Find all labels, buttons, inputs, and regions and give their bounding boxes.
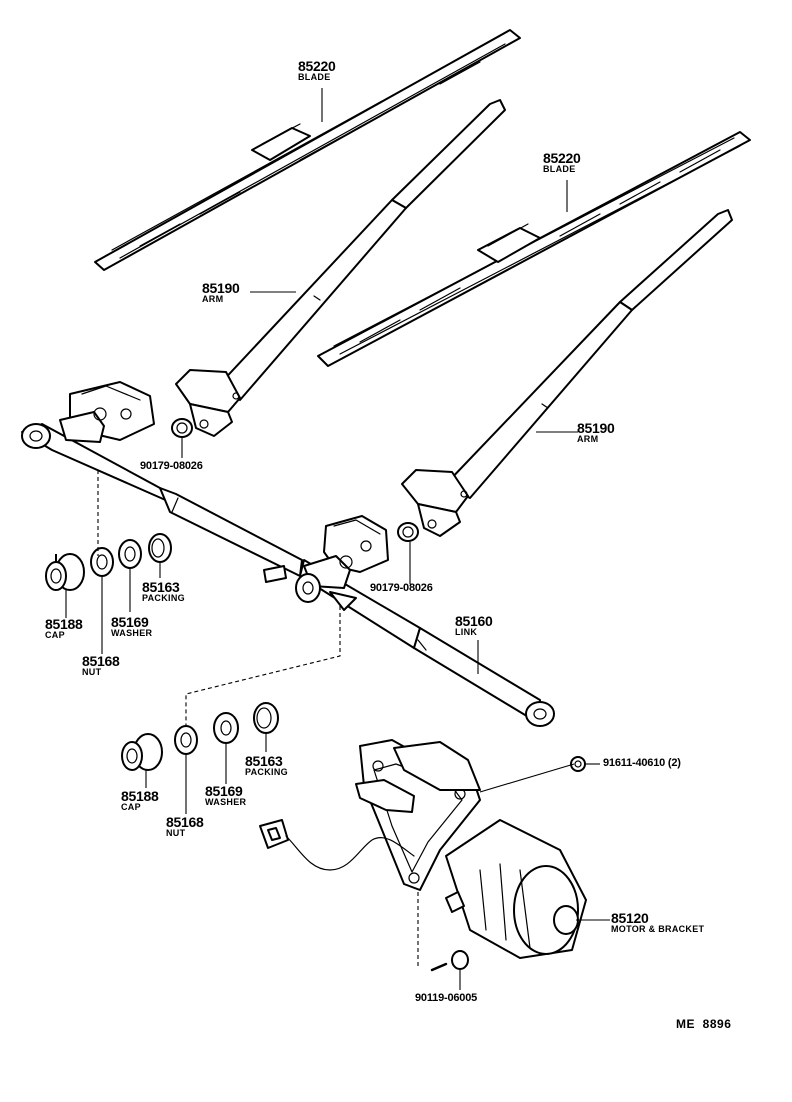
lower-blade-label: 85220 BLADE <box>543 150 581 174</box>
motor-bolt-label: 91611-40610 (2) <box>603 757 681 769</box>
part-name: CAP <box>121 802 141 812</box>
upper-arm-nut-label: 90179-08026 <box>140 460 203 472</box>
lower-packing <box>253 702 279 734</box>
part-name: ARM <box>202 294 224 304</box>
left-nut-label: 85168 NUT <box>82 653 120 677</box>
lower-packing-label: 85163 PACKING <box>245 754 288 777</box>
part-name: PACKING <box>142 593 185 603</box>
dashed-line-lower <box>185 606 341 726</box>
part-number: 85160 <box>455 613 493 629</box>
lower-cap <box>121 733 163 771</box>
lower-arm-nut-label: 90179-08026 <box>370 582 433 594</box>
part-number: 85163 <box>142 579 180 595</box>
part-number: 85188 <box>45 616 83 632</box>
lower-wiper-blade <box>317 131 751 367</box>
motor-label: 85120 MOTOR & BRACKET <box>611 911 704 934</box>
motor-connector <box>259 819 415 871</box>
part-name: LINK <box>455 627 478 637</box>
part-name: BLADE <box>298 72 331 82</box>
part-number: 85168 <box>82 653 120 669</box>
part-number: 85169 <box>205 783 243 799</box>
lower-arm-nut <box>397 522 419 542</box>
part-name: CAP <box>45 630 65 640</box>
upper-blade-label: 85220 BLADE <box>298 58 336 82</box>
part-name: PACKING <box>245 767 288 777</box>
upper-wiper-blade <box>94 29 521 271</box>
lower-pivot <box>295 515 389 603</box>
left-cap <box>45 553 85 591</box>
leader-lines <box>65 88 610 990</box>
motor-screw <box>430 950 469 972</box>
link-label: 85160 LINK <box>455 613 493 637</box>
lower-washer-label: 85169 WASHER <box>205 784 246 807</box>
motor-screw-label: 90119-06005 <box>415 992 478 1004</box>
part-number: 85120 <box>611 910 649 926</box>
lower-cap-label: 85188 CAP <box>121 788 159 812</box>
lower-arm-label: 85190 ARM <box>577 420 615 444</box>
lower-washer <box>213 712 239 744</box>
lower-wiper-arm <box>401 209 733 537</box>
part-number: 85188 <box>121 788 159 804</box>
part-name: ARM <box>577 434 599 444</box>
part-number: 85220 <box>298 58 336 74</box>
part-number: 85190 <box>202 280 240 296</box>
part-number: 85168 <box>166 814 204 830</box>
lower-nut <box>174 725 198 755</box>
wiper-link <box>21 423 555 727</box>
part-number: 85163 <box>245 753 283 769</box>
part-number: 85169 <box>111 614 149 630</box>
upper-arm-label: 85190 ARM <box>202 280 240 304</box>
reference-code: ME 8896 <box>676 1017 732 1031</box>
left-washer <box>118 539 142 569</box>
left-packing <box>148 533 172 563</box>
left-packing-label: 85163 PACKING <box>142 580 185 603</box>
wiper-motor <box>355 739 587 959</box>
motor-bracket-bolt <box>570 756 586 772</box>
left-cap-label: 85188 CAP <box>45 616 83 640</box>
upper-pivot <box>59 381 155 443</box>
left-nut <box>90 547 114 577</box>
part-name: MOTOR & BRACKET <box>611 924 705 934</box>
part-name: WASHER <box>111 628 153 638</box>
lower-nut-label: 85168 NUT <box>166 814 204 838</box>
part-name: BLADE <box>543 164 576 174</box>
part-number: 85190 <box>577 420 615 436</box>
part-name: WASHER <box>205 797 247 807</box>
upper-wiper-arm <box>175 99 506 437</box>
part-name: NUT <box>82 667 102 677</box>
part-number: 85220 <box>543 150 581 166</box>
upper-arm-nut <box>171 418 193 438</box>
part-name: NUT <box>166 828 186 838</box>
left-washer-label: 85169 WASHER <box>111 615 152 638</box>
